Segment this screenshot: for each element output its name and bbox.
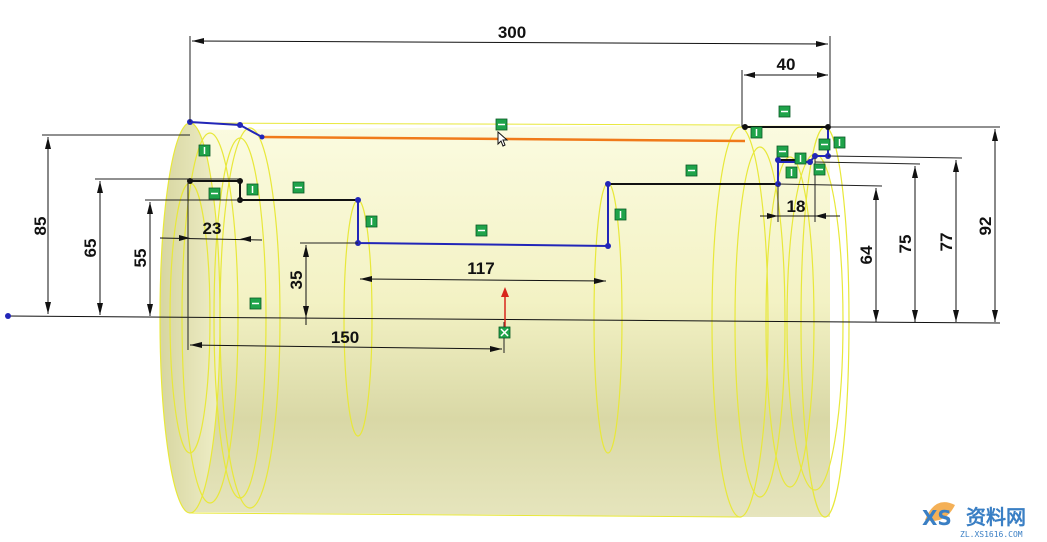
- vertical-dimensions-right: 92 77 75 64: [777, 126, 1000, 322]
- dim-92-text[interactable]: 92: [976, 217, 995, 236]
- relation-horizontal-icon[interactable]: [813, 163, 826, 176]
- vertical-dimensions-left: 85 65 55 35: [31, 134, 358, 325]
- axis-endpoint: [5, 313, 11, 319]
- main-cylinder: [190, 125, 745, 517]
- sketch-middle-bore: [357, 184, 609, 248]
- dim-117-line: [359, 278, 607, 282]
- watermark-brand: 资料网: [966, 505, 1026, 529]
- dim-77-text[interactable]: 77: [937, 233, 956, 252]
- center-axis-line: [7, 315, 1001, 324]
- sketch-points: [187, 119, 831, 249]
- relation-vertical-icon[interactable]: [794, 152, 807, 165]
- svg-text:XS: XS: [922, 506, 952, 530]
- relation-vertical-icon[interactable]: [614, 208, 627, 221]
- relation-horizontal-icon[interactable]: [818, 138, 831, 151]
- relation-horizontal-icon[interactable]: [776, 145, 789, 158]
- dim-23-text[interactable]: 23: [203, 219, 222, 238]
- watermark-url: ZL.XS1616.COM: [960, 530, 1023, 539]
- cursor-icon: [497, 130, 509, 147]
- dim-18-text[interactable]: 18: [787, 197, 806, 216]
- dim-65-text[interactable]: 65: [81, 239, 100, 258]
- relation-horizontal-icon[interactable]: [685, 164, 698, 177]
- dim-150-text[interactable]: 150: [331, 328, 359, 347]
- origin-icon: [498, 287, 511, 339]
- dim-64-text[interactable]: 64: [857, 245, 876, 264]
- dim-75-text[interactable]: 75: [896, 235, 915, 254]
- relation-horizontal-icon[interactable]: [495, 118, 508, 131]
- sketch-right-groove: [777, 127, 829, 184]
- dim-300-line: [191, 40, 829, 45]
- dim-117-text[interactable]: 117: [467, 259, 494, 278]
- relation-vertical-icon[interactable]: [750, 126, 763, 139]
- relation-horizontal-icon[interactable]: [249, 297, 262, 310]
- relation-horizontal-icon[interactable]: [292, 181, 305, 194]
- horizontal-dimensions: 300 40 23 150 117 18: [159, 23, 840, 353]
- relation-horizontal-icon[interactable]: [778, 105, 791, 118]
- dim-55-text[interactable]: 55: [131, 249, 150, 268]
- relation-vertical-icon[interactable]: [365, 215, 378, 228]
- relation-vertical-icon[interactable]: [246, 183, 259, 196]
- relation-vertical-icon[interactable]: [198, 144, 211, 157]
- right-collar-edge-2: [734, 146, 786, 498]
- dim-40-text[interactable]: 40: [777, 55, 796, 74]
- watermark-logo: XS 资料网 ZL.XS1616.COM: [922, 502, 1026, 539]
- dim-150-line: [189, 344, 503, 350]
- watermark-swoosh-icon: [925, 502, 955, 521]
- bottom-silhouette: [189, 512, 741, 518]
- relation-vertical-icon[interactable]: [833, 136, 846, 149]
- relation-markers: [198, 105, 846, 310]
- part-body: [159, 122, 850, 518]
- relation-vertical-icon[interactable]: [785, 166, 798, 179]
- relation-horizontal-icon[interactable]: [475, 224, 488, 237]
- top-silhouette: [189, 122, 741, 126]
- dim-35-text[interactable]: 35: [287, 271, 306, 290]
- dim-300-text[interactable]: 300: [498, 23, 526, 42]
- dim-85-text[interactable]: 85: [31, 217, 50, 236]
- relation-horizontal-icon[interactable]: [208, 187, 221, 200]
